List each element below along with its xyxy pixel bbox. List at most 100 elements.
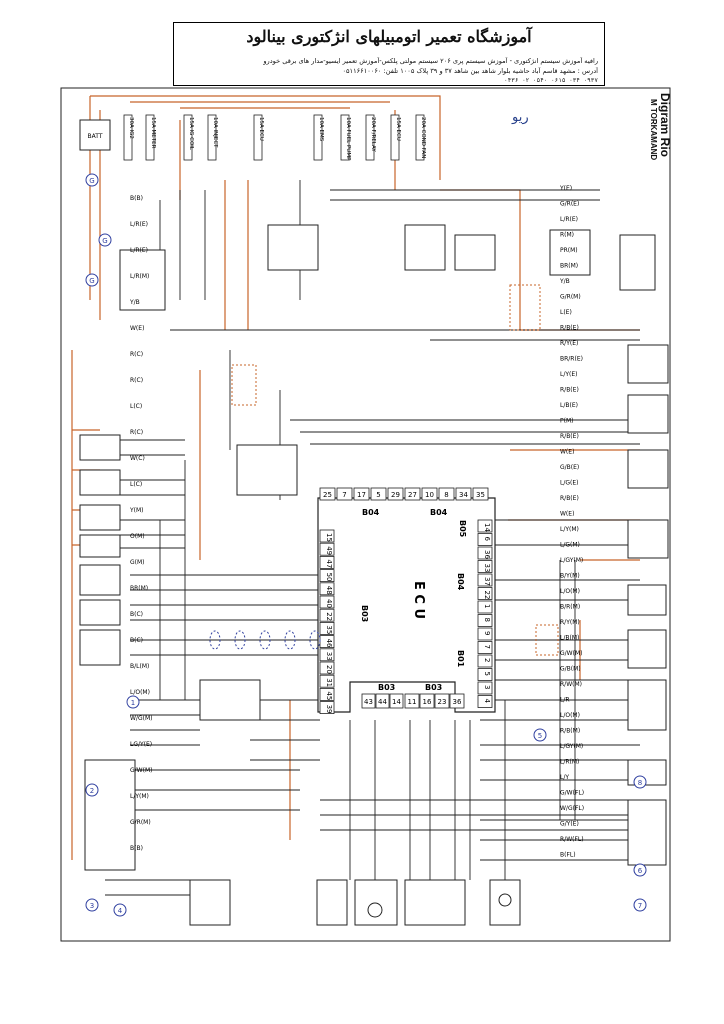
- ecu-pin: [319, 701, 335, 714]
- ground-icon: [85, 173, 99, 187]
- ecu-b04-top-label: B04: [362, 508, 380, 517]
- ecu-pin-number: 39: [325, 705, 333, 714]
- ecu-pin-number: 7: [342, 491, 346, 499]
- ecu-b04-top-label-2: B04: [430, 508, 448, 517]
- wire-label: R(C): [130, 429, 143, 436]
- ecu-pin-number: 33: [325, 652, 333, 661]
- wire-label: BR/R(E): [560, 356, 583, 363]
- ground-icon: [85, 898, 99, 912]
- ecu-pin: [319, 595, 335, 609]
- ground-icon: [85, 783, 99, 797]
- wire-label: L/Y(M): [560, 526, 579, 533]
- ground-label: 5: [538, 732, 542, 740]
- ecu-pin-number: 35: [325, 625, 333, 634]
- ecu-pin: [361, 693, 376, 709]
- wire-label: R/Y(M): [560, 619, 580, 626]
- wire-label: B(B): [130, 195, 143, 202]
- component-box: [79, 434, 121, 461]
- ground-icon: [85, 273, 99, 287]
- fuse: [145, 114, 155, 161]
- wire-label: L/GY(M): [560, 743, 583, 750]
- fuse: [183, 114, 193, 161]
- fuse: [340, 114, 350, 161]
- wire-label: L/G(E): [560, 480, 579, 487]
- ground-icon: [533, 728, 547, 742]
- ecu-pin-number: 11: [408, 698, 417, 706]
- wire-label: B/R(M): [560, 604, 580, 611]
- right-wire-labels: Y(E)G/R(E)L/R(E)R(M)PR(M)BR(M)Y/BG/R(M)L…: [559, 185, 584, 859]
- wire-label: L/G(M): [560, 542, 580, 549]
- ecu-pin: [370, 487, 387, 501]
- ecu-pin-number: 34: [459, 491, 468, 499]
- wire-label: B/L(M): [130, 663, 149, 670]
- fuse-label: 10A EMS: [318, 117, 324, 142]
- wire-label: G/W(M): [560, 650, 582, 657]
- ecu-pin: [477, 627, 493, 641]
- wire-label: P(M): [560, 418, 573, 425]
- ecu-pin-number: 31: [325, 678, 333, 687]
- ecu-pin-number: 22: [483, 591, 491, 600]
- component-box: [199, 679, 261, 721]
- wire-label: L(C): [130, 481, 142, 488]
- fuse-label: 10A FUEL PUMP: [345, 117, 351, 161]
- ecu-b05-label: B05: [458, 520, 467, 538]
- ecu-pin: [387, 487, 404, 501]
- component-box: [627, 519, 669, 559]
- wire-label: Y(E): [559, 185, 572, 192]
- wire-label: R/B(E): [560, 387, 579, 394]
- title-block: آموزشگاه تعمیر اتومبیلهای انژکتوری بینال…: [173, 22, 605, 86]
- ecu-pin: [319, 542, 335, 556]
- ecu-pin: [455, 487, 472, 501]
- ecu-pin: [477, 519, 493, 533]
- ecu-pin-number: 37: [483, 577, 491, 586]
- ecu-pin-number: 4: [483, 699, 491, 704]
- ecu-pin: [389, 693, 404, 709]
- ecu-b01-label: B01: [456, 650, 465, 668]
- wire-label: L/GY(M): [560, 557, 583, 564]
- ecu-pin-number: 8: [483, 618, 491, 622]
- ecu-pin: [319, 688, 335, 701]
- header-address: آدرس : مشهد قاسم آباد حاشیه بلوار شاهد ب…: [342, 67, 598, 75]
- ecu-pin: [477, 587, 493, 600]
- wire-label: R(C): [130, 351, 143, 358]
- ecu-pin: [319, 608, 335, 622]
- ecu-b03-bottom-label: B03: [378, 683, 395, 692]
- relay-box: [119, 249, 166, 311]
- ecu-pin: [319, 674, 335, 688]
- component-box: [627, 584, 667, 616]
- wire-label: L/R(E): [130, 221, 148, 228]
- ecu-block: E C U B04 B04 B04 B05 B03 B01 B03 B03 25…: [317, 487, 496, 714]
- wire-label: L(C): [130, 403, 142, 410]
- battery: BATT: [79, 119, 111, 151]
- wire-label: L(E): [560, 309, 572, 316]
- wire-label: Y/B: [129, 299, 140, 306]
- component-box: [627, 344, 669, 384]
- ecu-pin-number: 17: [357, 491, 366, 499]
- fuse: [313, 114, 323, 161]
- ecu-pin-number: 14: [392, 698, 401, 706]
- ecu-pin-number: 7: [483, 645, 491, 649]
- component-box: [84, 759, 136, 871]
- wire-label: W/G(FL): [560, 805, 584, 812]
- shielded-wires: [209, 630, 321, 650]
- wire-label: L/B(M): [560, 635, 579, 642]
- ecu-pin-number: 16: [423, 698, 432, 706]
- ecu-pin-number: 36: [453, 698, 462, 706]
- fuse-label: 20A COND FAN: [420, 117, 426, 158]
- component-box: [79, 534, 121, 558]
- bottom-sensors: [189, 879, 521, 926]
- sensor-box: [454, 234, 496, 271]
- ground-label: 7: [638, 902, 642, 910]
- left-wire-labels: B(B)L/R(E)L/R(E)L/R(M)Y/BW(E)R(C)R(C)L(C…: [129, 195, 152, 852]
- coil-box: [549, 229, 591, 276]
- ecu-pin-number: 5: [376, 491, 380, 499]
- wire-label: Y(M): [129, 507, 144, 514]
- wire-label: L/O(M): [560, 712, 580, 719]
- wire-label: B(C): [130, 611, 143, 618]
- wire-label: L/Y: [560, 774, 569, 781]
- ecu-pin: [472, 487, 489, 501]
- fuse-label: 15A IG COIL: [188, 117, 194, 151]
- sensor-box: [267, 224, 319, 271]
